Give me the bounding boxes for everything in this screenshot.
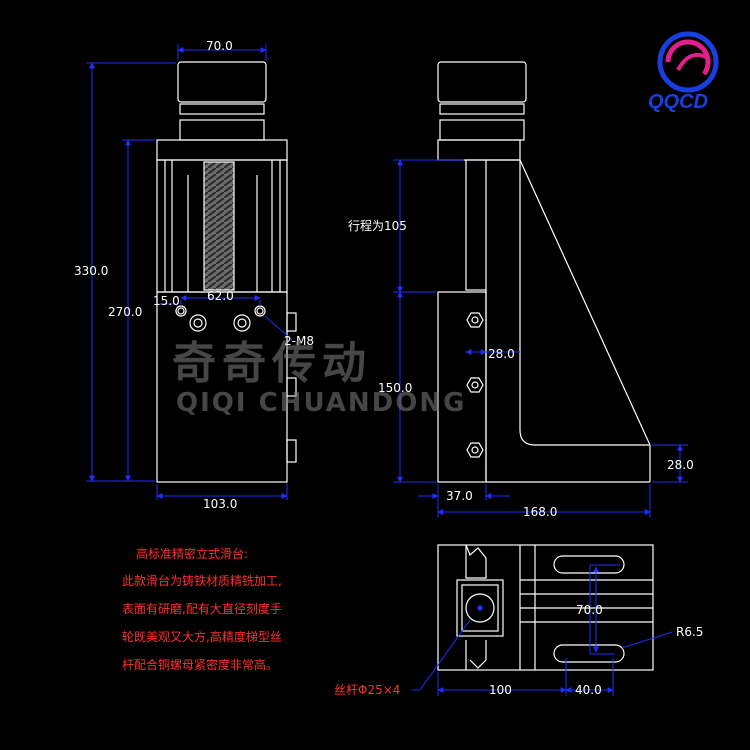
product-description: 高标准精密立式滑台: 此款滑台为铸铁材质精铣加工, 表面有研磨,配有大直径刻度手…: [122, 546, 282, 672]
dim-carriage-width: 28.0: [488, 347, 515, 361]
side-gusset-fillet: [519, 429, 650, 446]
front-view: [156, 61, 297, 483]
side-carriage: [437, 291, 487, 483]
handwheel-ring: [179, 103, 265, 115]
dim-leadscrew: 丝杆Φ25×4: [334, 683, 400, 697]
top-slot-lower: [553, 644, 625, 663]
dim-base-offset: 100: [489, 683, 512, 697]
dim-column-offset: 37.0: [446, 489, 473, 503]
watermark: 奇奇传动 QIQI CHUANDONG: [172, 338, 466, 418]
top-view-dimensions: [412, 564, 673, 696]
top-leadscrew-housing: [456, 579, 504, 637]
dim-base-thickness: 28.0: [667, 458, 694, 472]
watermark-cn: 奇奇传动: [172, 338, 372, 389]
description-title: 高标准精密立式滑台:: [136, 546, 248, 561]
front-view-labels: 70.0 330.0 270.0 62.0 15.0 2-M8 103.0: [74, 39, 314, 511]
description-line: 杆配合铜螺母紧密度非常高。: [122, 657, 278, 672]
qqcd-logo: QQCD: [648, 31, 719, 113]
top-leadscrew-circle: [465, 593, 495, 623]
dim-slot-offset: 40.0: [575, 683, 602, 697]
side-view: [437, 61, 651, 483]
dim-base-width: 103.0: [203, 497, 237, 511]
side-view-labels: 行程为105 150.0 28.0 28.0 37.0 168.0: [348, 218, 694, 519]
front-view-dimensions: [86, 44, 293, 500]
dim-base-length: 168.0: [523, 505, 557, 519]
top-view: [437, 544, 654, 671]
dim-body-height: 270.0: [108, 305, 142, 319]
dim-top-width: 70.0: [206, 39, 233, 53]
side-handwheel: [437, 61, 527, 103]
top-view-labels: 70.0 R6.5 丝杆Φ25×4 100 40.0: [334, 603, 703, 697]
dim-hole-offset: 15.0: [153, 294, 180, 308]
dim-total-height: 330.0: [74, 264, 108, 278]
watermark-en: QIQI CHUANDONG: [176, 388, 466, 418]
dim-stroke: 行程为105: [348, 218, 407, 233]
top-slot-upper: [553, 555, 625, 574]
description-line: 轮既美观又大方,高精度梯型丝: [122, 629, 282, 644]
description-line: 此款滑台为铸铁材质精铣加工,: [122, 573, 282, 588]
dim-hole-spacing: 62.0: [207, 289, 234, 303]
side-gusset: [519, 159, 651, 446]
logo-text: QQCD: [648, 91, 708, 113]
leadscrew: [203, 161, 235, 291]
front-top-plate: [156, 139, 288, 161]
dim-slot-radius: R6.5: [676, 625, 703, 639]
dim-carriage-height: 150.0: [378, 381, 412, 395]
side-column: [465, 159, 487, 291]
dim-slot-spacing: 70.0: [576, 603, 603, 617]
handwheel-outline: [177, 61, 267, 103]
handwheel-collar: [179, 119, 265, 141]
side-top-plate: [437, 139, 521, 161]
side-view-dimensions: [393, 159, 688, 518]
description-line: 表面有研磨,配有大直径刻度手: [122, 601, 282, 616]
dim-thread: 2-M8: [284, 334, 314, 348]
